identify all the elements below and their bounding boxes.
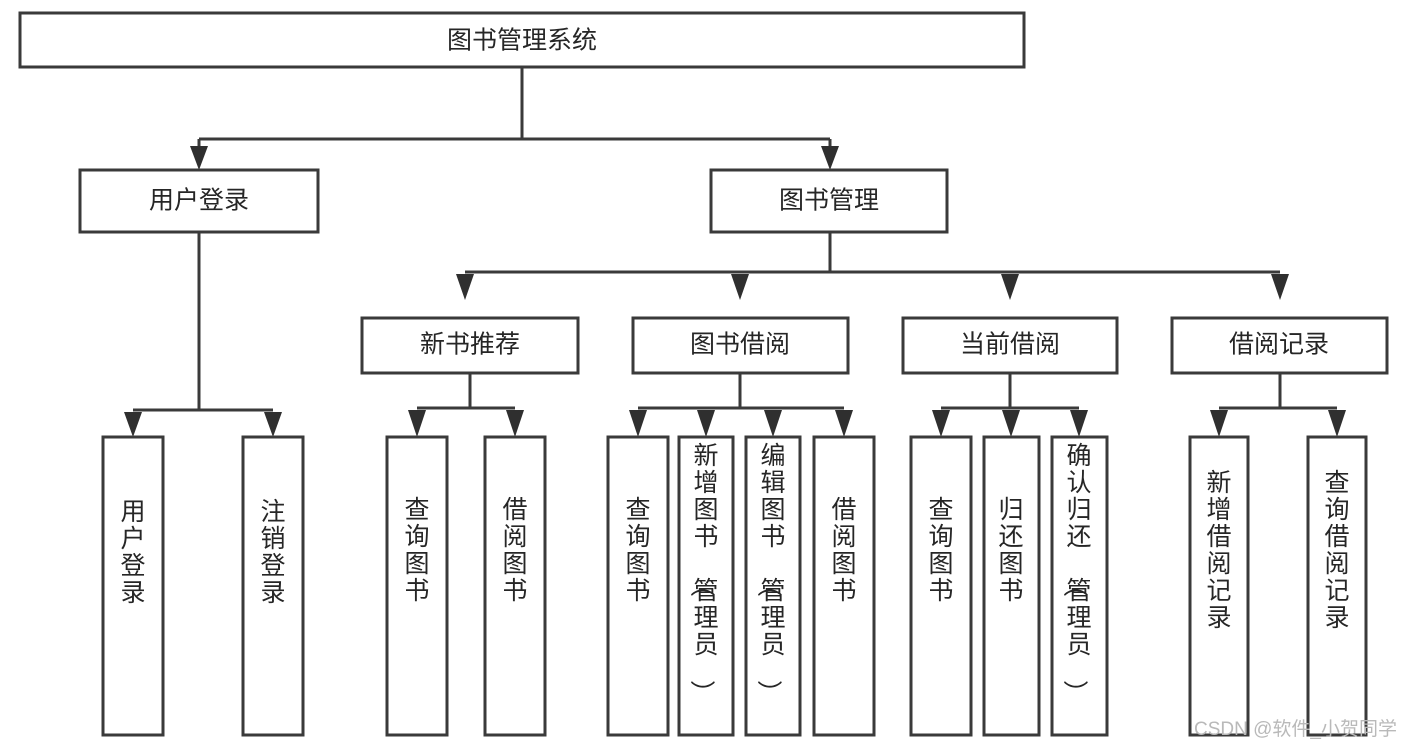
node-leaf-borrow-book-2-box[interactable] bbox=[812, 435, 876, 737]
node-current-borrow[interactable]: 当前借阅 bbox=[901, 316, 1119, 375]
node-leaf-query-book-1-label: 查询图书 bbox=[404, 496, 429, 605]
node-user-login[interactable]: 用户登录 bbox=[78, 168, 320, 234]
arrowhead-leaf-query-record bbox=[1328, 410, 1346, 437]
node-leaf-add-record-label: 新增借阅记录 bbox=[1206, 469, 1231, 632]
node-leaf-user-login-box[interactable] bbox=[101, 435, 165, 737]
node-current-borrow-label: 当前借阅 bbox=[960, 331, 1060, 359]
arrowhead-leaf-confirm-return bbox=[1070, 410, 1088, 437]
connector-layer bbox=[124, 67, 1346, 437]
arrowhead-leaf-logout bbox=[264, 412, 282, 437]
node-book-manage-box[interactable] bbox=[709, 168, 949, 234]
node-leaf-query-book-3-box[interactable] bbox=[909, 435, 973, 737]
node-leaf-add-record-box[interactable] bbox=[1188, 435, 1250, 737]
arrowhead-leaf-add-book bbox=[697, 410, 715, 437]
node-book-manage-label: 图书管理 bbox=[779, 187, 879, 215]
node-root-label: 图书管理系统 bbox=[447, 27, 597, 55]
arrowhead-leaf-return-book bbox=[1002, 410, 1020, 437]
node-leaf-add-record[interactable]: 新增借阅记录 bbox=[1188, 435, 1250, 737]
node-layer: 图书管理系统 用户登录 图书管理 新书推荐 图书借阅 当前借阅 bbox=[18, 11, 1389, 737]
node-leaf-return-book[interactable]: 归还图书 bbox=[982, 435, 1041, 737]
node-leaf-borrow-book-2-label: 借阅图书 bbox=[831, 496, 856, 605]
node-book-borrow-label: 图书借阅 bbox=[690, 331, 790, 359]
node-leaf-borrow-book-2[interactable]: 借阅图书 bbox=[812, 435, 876, 737]
node-leaf-edit-book[interactable]: 编辑图书（管理员） bbox=[744, 435, 802, 737]
arrowhead-new-book-rec bbox=[456, 274, 474, 300]
node-leaf-query-book-2-box[interactable] bbox=[606, 435, 670, 737]
arrowhead-leaf-user-login bbox=[124, 412, 142, 437]
node-leaf-logout-label: 注销登录 bbox=[260, 498, 285, 607]
arrowhead-leaf-query-book-2 bbox=[629, 410, 647, 437]
node-leaf-query-book-1-box[interactable] bbox=[385, 435, 449, 737]
node-book-borrow-box[interactable] bbox=[631, 316, 850, 375]
node-user-login-label: 用户登录 bbox=[149, 187, 249, 215]
node-leaf-user-login-label: 用户登录 bbox=[120, 498, 145, 607]
node-leaf-query-record-label: 查询借阅记录 bbox=[1324, 469, 1349, 632]
node-leaf-add-book[interactable]: 新增图书（管理员） bbox=[677, 435, 735, 737]
node-leaf-logout-box[interactable] bbox=[241, 435, 305, 737]
arrowhead-leaf-query-book-3 bbox=[932, 410, 950, 437]
node-leaf-user-login[interactable]: 用户登录 bbox=[101, 435, 165, 737]
node-leaf-add-book-label: 新增图书（管理员） bbox=[687, 442, 718, 705]
node-borrow-record-box[interactable] bbox=[1170, 316, 1389, 375]
node-current-borrow-box[interactable] bbox=[901, 316, 1119, 375]
node-leaf-confirm-return[interactable]: 确认归还（管理员） bbox=[1050, 435, 1109, 737]
node-leaf-confirm-return-label: 确认归还（管理员） bbox=[1060, 442, 1091, 705]
node-leaf-add-book-box[interactable] bbox=[677, 435, 735, 737]
node-new-book-rec-label: 新书推荐 bbox=[420, 331, 520, 359]
arrowhead-leaf-edit-book bbox=[764, 410, 782, 437]
node-leaf-borrow-book-1-box[interactable] bbox=[483, 435, 547, 737]
node-leaf-query-book-2[interactable]: 查询图书 bbox=[606, 435, 670, 737]
arrowhead-leaf-query-book-1 bbox=[408, 410, 426, 437]
node-borrow-record-label: 借阅记录 bbox=[1229, 331, 1329, 359]
arrowhead-leaf-add-record bbox=[1210, 410, 1228, 437]
node-leaf-query-record[interactable]: 查询借阅记录 bbox=[1306, 435, 1368, 737]
node-leaf-edit-book-label: 编辑图书（管理员） bbox=[754, 442, 785, 705]
node-borrow-record[interactable]: 借阅记录 bbox=[1170, 316, 1389, 375]
node-leaf-logout[interactable]: 注销登录 bbox=[241, 435, 305, 737]
node-user-login-box[interactable] bbox=[78, 168, 320, 234]
node-leaf-query-book-2-label: 查询图书 bbox=[625, 496, 650, 605]
node-new-book-rec[interactable]: 新书推荐 bbox=[360, 316, 580, 375]
node-root-box[interactable] bbox=[18, 11, 1026, 69]
arrowhead-user-login bbox=[190, 146, 208, 170]
node-leaf-confirm-return-box[interactable] bbox=[1050, 435, 1109, 737]
arrowhead-borrow-record bbox=[1271, 274, 1289, 300]
arrowhead-book-manage bbox=[821, 146, 839, 170]
arrowhead-leaf-borrow-book-2 bbox=[835, 410, 853, 437]
node-leaf-return-book-label: 归还图书 bbox=[998, 496, 1023, 605]
node-leaf-edit-book-box[interactable] bbox=[744, 435, 802, 737]
node-root[interactable]: 图书管理系统 bbox=[18, 11, 1026, 69]
arrowhead-leaf-borrow-book-1 bbox=[506, 410, 524, 437]
node-leaf-return-book-box[interactable] bbox=[982, 435, 1041, 737]
node-leaf-query-book-1[interactable]: 查询图书 bbox=[385, 435, 449, 737]
node-book-manage[interactable]: 图书管理 bbox=[709, 168, 949, 234]
csdn-watermark: CSDN @软件_小贺同学 bbox=[1194, 718, 1397, 740]
node-leaf-query-record-box[interactable] bbox=[1306, 435, 1368, 737]
node-leaf-borrow-book-1-label: 借阅图书 bbox=[502, 496, 527, 605]
node-leaf-query-book-3-label: 查询图书 bbox=[928, 496, 953, 605]
node-leaf-borrow-book-1[interactable]: 借阅图书 bbox=[483, 435, 547, 737]
node-new-book-rec-box[interactable] bbox=[360, 316, 580, 375]
arrowhead-book-borrow bbox=[731, 274, 749, 300]
node-book-borrow[interactable]: 图书借阅 bbox=[631, 316, 850, 375]
arrowhead-current-borrow bbox=[1001, 274, 1019, 300]
node-leaf-query-book-3[interactable]: 查询图书 bbox=[909, 435, 973, 737]
